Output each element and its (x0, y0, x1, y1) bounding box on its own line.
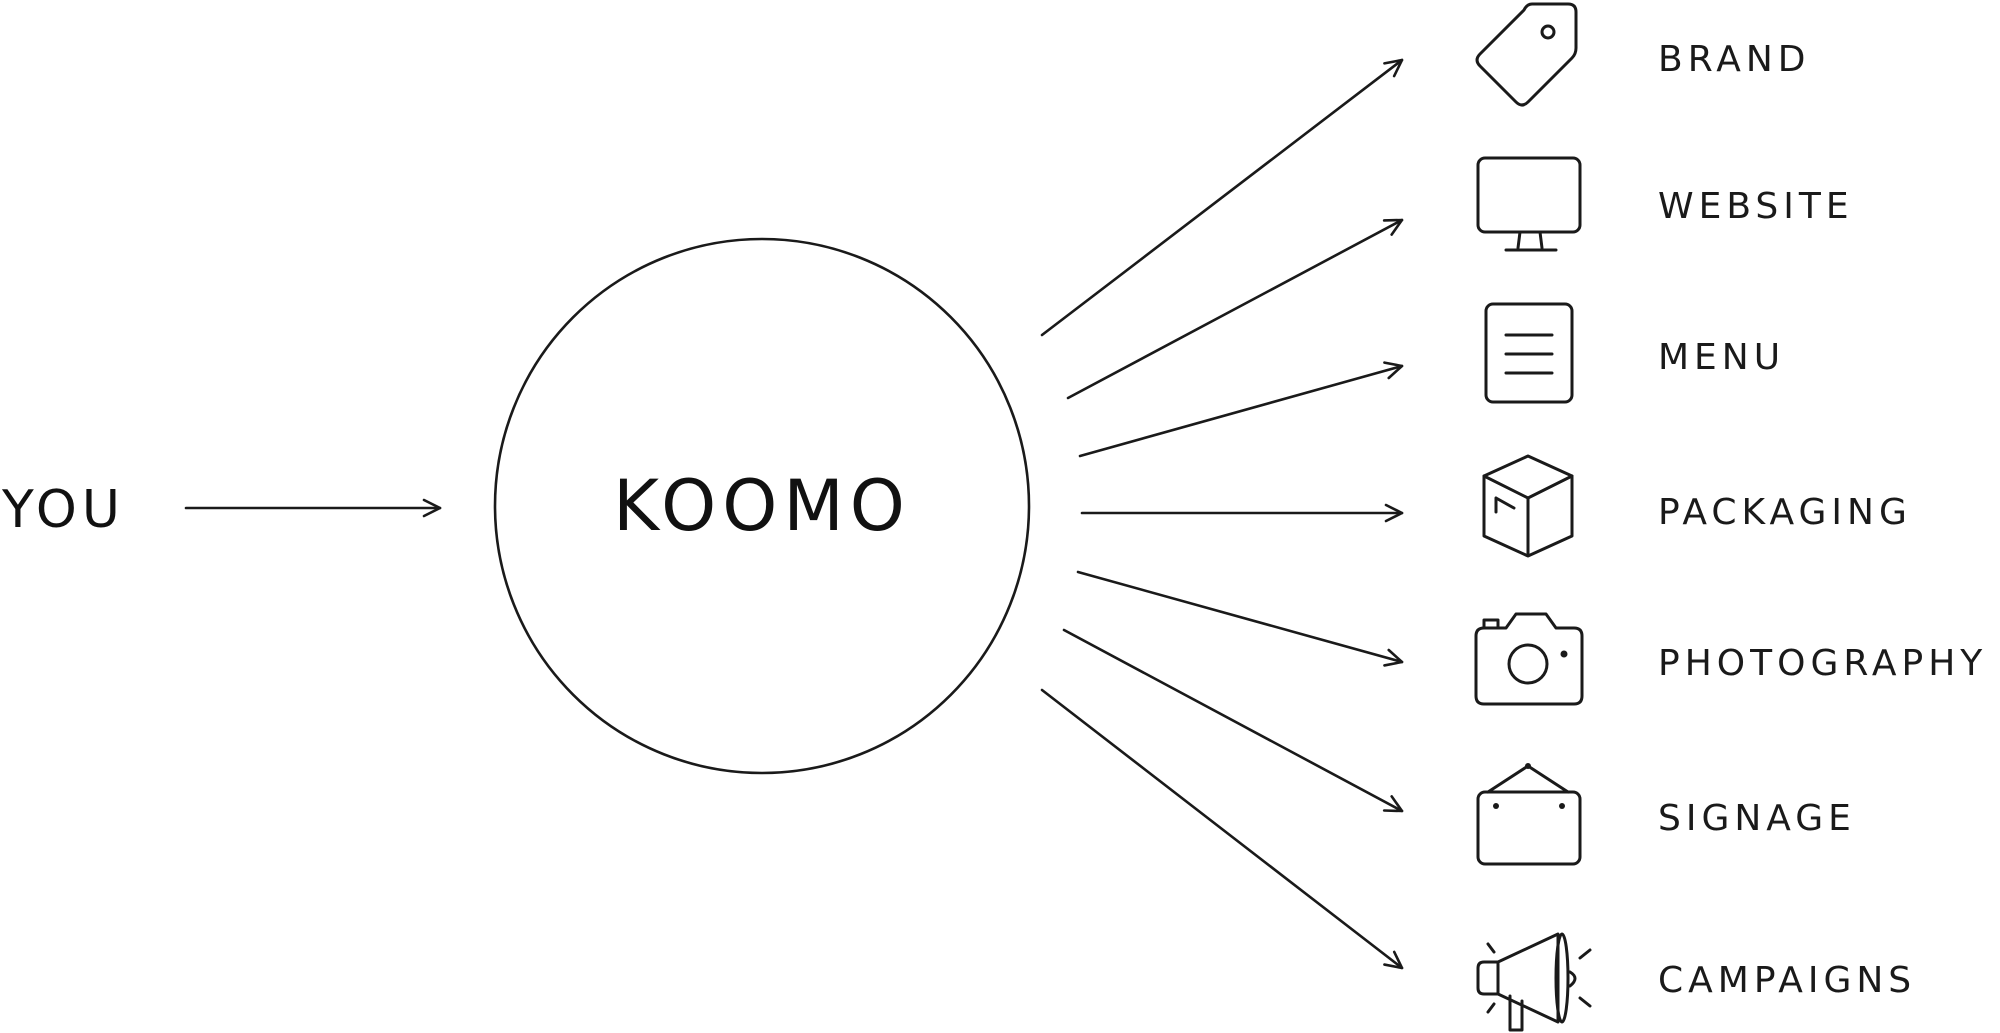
monitor-icon (1476, 156, 1582, 252)
output-labels: BRAND WEBSITE MENU PACKAGING PHOTOGRAPHY… (1658, 39, 1987, 1001)
arrow-website (1066, 218, 1404, 400)
document-icon (1484, 302, 1574, 404)
hub-label: KOOMO (613, 465, 911, 547)
output-arrows (1040, 58, 1404, 970)
arrow-signage (1062, 628, 1404, 813)
hanging-sign-icon (1476, 763, 1582, 866)
label-menu: MENU (1658, 337, 1785, 378)
arrow-campaigns (1040, 688, 1404, 970)
label-signage: SIGNAGE (1658, 798, 1856, 839)
label-photography: PHOTOGRAPHY (1658, 643, 1987, 684)
camera-icon (1474, 612, 1584, 706)
label-campaigns: CAMPAIGNS (1658, 960, 1916, 1001)
arrow-brand (1040, 58, 1404, 337)
hub-circle (493, 237, 1031, 775)
label-packaging: PACKAGING (1658, 492, 1912, 533)
arrow-menu (1078, 361, 1404, 458)
tag-icon (1475, 2, 1578, 107)
label-brand: BRAND (1658, 39, 1811, 80)
label-website: WEBSITE (1658, 186, 1854, 227)
arrow-photography (1076, 570, 1404, 667)
box-icon (1482, 454, 1574, 558)
megaphone-icon (1476, 932, 1592, 1032)
source-label: YOU (1, 480, 125, 540)
